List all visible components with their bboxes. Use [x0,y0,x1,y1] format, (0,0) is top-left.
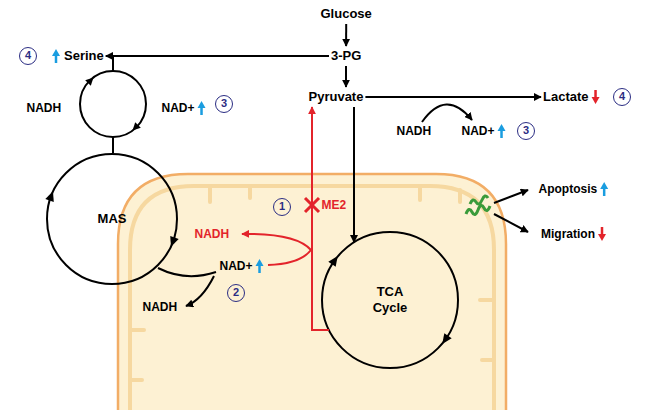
cycle-ring [322,232,458,368]
metabolite-node: 3-PG [331,48,361,64]
cycle-arrowhead [442,333,451,344]
cross-stroke [305,198,319,212]
reaction-arrow [353,107,355,242]
shuttle-arrow [186,276,214,306]
outcome-arrow [494,190,528,203]
fragmented-mitochondria [466,205,490,214]
connector-line [112,57,114,71]
reaction-arrow [106,55,329,57]
reaction-arrow [345,66,347,87]
node-text: Pyruvate [309,89,364,105]
cycle-arrowhead [170,236,178,247]
change-arrow-head [592,97,600,104]
change-arrow-head [598,234,606,241]
change-arrow-shaft [500,130,503,138]
change-arrow [600,182,608,196]
change-arrow-head [52,49,60,56]
cycle-circle: TCA Cycle [320,230,460,370]
change-arrow [498,124,506,138]
callout-number: 2 [227,284,245,302]
reaction-arrow [312,107,329,330]
cofactor-label: NAD+ [220,259,253,274]
cycle-arrowhead [45,191,53,202]
cycle-circle: MAS [45,152,179,286]
reaction-arrow [365,96,541,98]
loop-arrowhead [133,122,141,130]
change-arrow-head [498,124,506,131]
cofactor-label: NADH [27,101,62,116]
node-text: Serine [64,48,104,64]
callout-number: 1 [273,198,291,216]
change-arrow-shaft [258,265,261,273]
callout-number: 3 [215,95,233,113]
serine-loop [80,71,146,137]
change-arrow-shaft [603,188,606,196]
node-text: MAS [98,211,127,227]
callout-number: 4 [613,88,631,106]
shuttle-line [158,268,216,276]
change-arrow-head [600,182,608,189]
mitochondrion-inner [130,186,494,410]
node-text: Glucose [321,6,372,22]
change-arrow [52,49,60,63]
cofactor-label: NADH [195,227,230,242]
me2-cofactor-line [268,250,311,265]
outcome-arrow [494,214,528,232]
node-text: 3-PG [331,48,361,64]
cofactor-label: NAD+ [162,101,195,116]
change-arrow-head [198,101,206,108]
change-arrow [598,227,606,241]
cofactor-arrow [422,104,472,122]
cofactor-label: NADH [397,124,432,139]
node-text: TCA Cycle [368,284,412,316]
callout-number: 4 [19,47,37,65]
change-arrow-head [256,259,264,266]
inhibition-cross [305,198,319,212]
change-arrow [198,101,206,115]
me2-cofactor-arrow [242,234,311,250]
change-arrow-shaft [200,107,203,115]
cofactor-label: Apoptosis [539,182,598,197]
cycle-arrowhead [328,256,337,267]
cycle-ring [47,154,177,284]
change-arrow-shaft [594,90,597,98]
node-text: Lactate [543,89,589,105]
metabolite-node: Lactate [543,89,589,105]
metabolite-node: Pyruvate [309,89,364,105]
change-arrow [256,259,264,273]
callout-number: 3 [517,122,535,140]
metabolite-node: Serine [64,48,104,64]
reaction-arrow [345,24,347,46]
change-arrow [592,90,600,104]
fragmented-mitochondria [470,196,488,204]
cross-stroke [305,198,319,212]
enzyme-label: ME2 [322,198,347,213]
change-arrow-shaft [55,55,58,63]
metabolite-node: Glucose [321,6,372,22]
cofactor-label: NADH [143,300,178,315]
change-arrow-shaft [601,227,604,235]
cofactor-label: Migration [541,227,595,242]
cofactor-label: NAD+ [462,124,495,139]
loop-arrowhead [85,78,93,86]
cristae [130,186,494,380]
connector-line [112,137,114,153]
